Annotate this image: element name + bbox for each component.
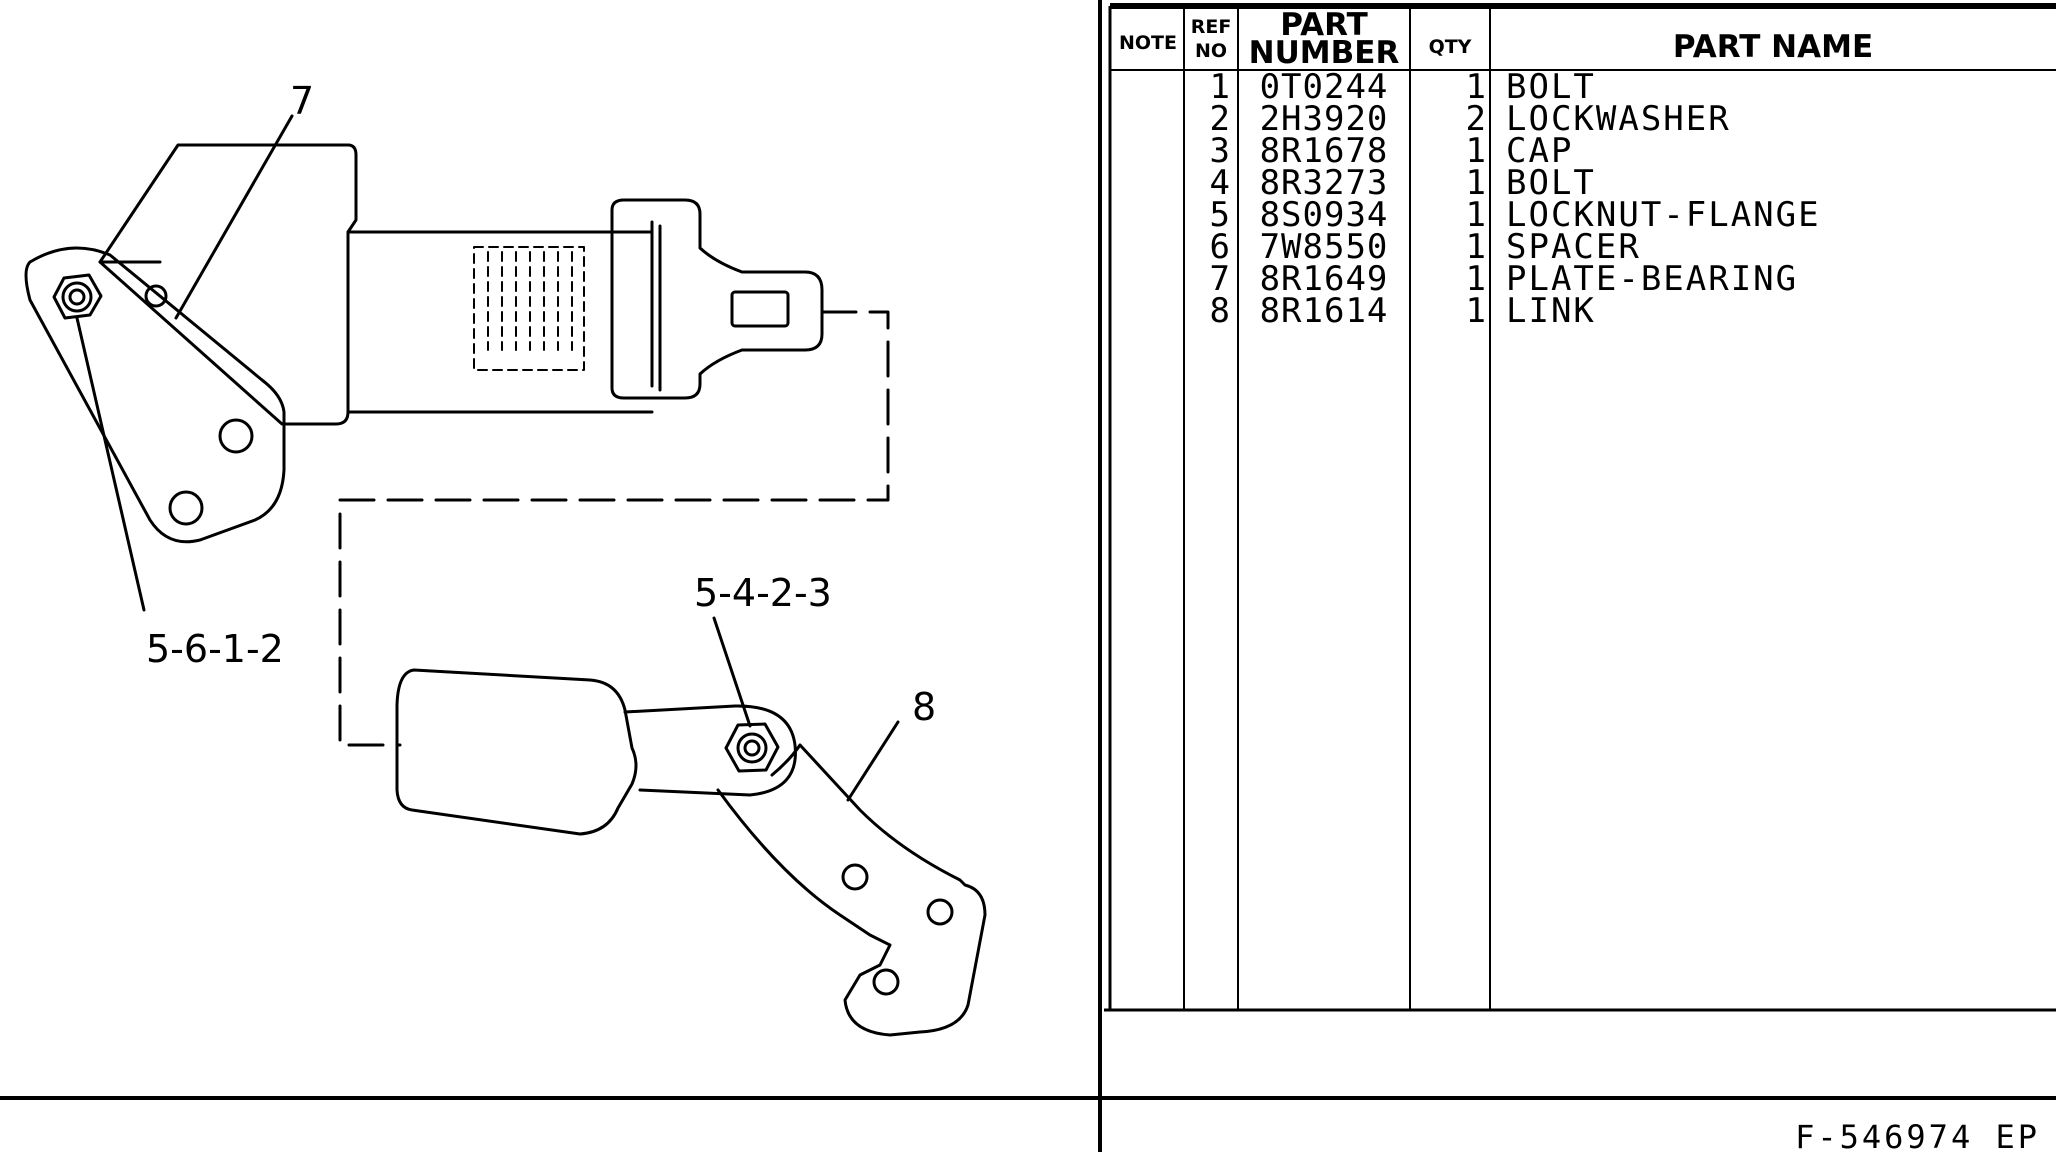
plate-small-hole — [144, 284, 168, 308]
row-part-name: CAP — [1506, 131, 1574, 171]
row-ref: 6 — [1209, 227, 1230, 267]
row-part-number: 0T0244 — [1259, 67, 1389, 107]
latch-slot — [730, 290, 790, 328]
row-ref: 4 — [1209, 163, 1230, 203]
leader-8 — [846, 720, 900, 802]
row-qty: 1 — [1465, 259, 1486, 299]
row-qty: 1 — [1465, 67, 1486, 107]
hex-nut-upper — [52, 273, 103, 320]
row-ref: 2 — [1209, 99, 1230, 139]
row-ref: 3 — [1209, 131, 1230, 171]
row-part-name: BOLT — [1506, 163, 1596, 203]
retractor-housing — [98, 143, 358, 426]
link-arm — [716, 743, 987, 1037]
row-ref: 8 — [1209, 291, 1230, 331]
row-part-name: PLATE-BEARING — [1506, 259, 1799, 299]
row-part-name: SPACER — [1506, 227, 1641, 267]
row-part-number: 8R1649 — [1259, 259, 1389, 299]
header-ref-line2: NO — [1194, 40, 1228, 62]
callout-7: 7 — [290, 79, 315, 123]
row-qty: 1 — [1465, 163, 1486, 203]
header-qty: QTY — [1428, 36, 1472, 58]
row-qty: 1 — [1465, 291, 1486, 331]
row-part-number: 8R1614 — [1259, 291, 1389, 331]
row-ref: 1 — [1209, 67, 1230, 107]
row-qty: 1 — [1465, 131, 1486, 171]
row-part-number: 8S0934 — [1259, 195, 1389, 235]
row-ref: 5 — [1209, 195, 1230, 235]
row-part-name: LINK — [1506, 291, 1596, 331]
latch-plate — [610, 198, 824, 400]
row-part-number: 8R1678 — [1259, 131, 1389, 171]
callout-5-6-1-2: 5-6-1-2 — [146, 627, 284, 671]
leader-5612 — [75, 316, 146, 612]
buckle-body — [395, 668, 638, 836]
leader-5423 — [712, 616, 752, 728]
row-part-name: LOCKNUT-FLANGE — [1506, 195, 1821, 235]
row-qty: 1 — [1465, 195, 1486, 235]
header-part-line2: NUMBER — [1248, 35, 1400, 71]
row-qty: 1 — [1465, 227, 1486, 267]
document-id: F-546974 EP — [1795, 1118, 2040, 1156]
header-ref-line1: REF — [1190, 16, 1232, 38]
row-qty: 2 — [1465, 99, 1486, 139]
plate-bearing-hole-lower — [168, 490, 204, 526]
belt-stitching — [473, 246, 585, 371]
link-hole-c — [872, 968, 900, 996]
header-part-line1: PART — [1280, 7, 1368, 43]
header-note: NOTE — [1119, 32, 1177, 54]
connection-dashline — [338, 310, 890, 747]
hex-nut-lower — [724, 722, 780, 773]
link-hole-a — [841, 863, 869, 891]
row-part-number: 2H3920 — [1259, 99, 1389, 139]
callout-8: 8 — [912, 685, 937, 729]
row-part-number: 7W8550 — [1259, 227, 1389, 267]
row-part-name: BOLT — [1506, 67, 1596, 107]
plate-bearing-hole-upper — [218, 418, 254, 454]
leader-7 — [174, 114, 294, 320]
link-hole-b — [926, 898, 954, 926]
header-part-name: PART NAME — [1672, 29, 1874, 65]
buckle-strap — [623, 704, 797, 797]
row-ref: 7 — [1209, 259, 1230, 299]
plate-bearing — [24, 246, 286, 544]
row-part-number: 8R3273 — [1259, 163, 1389, 203]
row-part-name: LOCKWASHER — [1506, 99, 1731, 139]
callout-5-4-2-3: 5-4-2-3 — [694, 571, 832, 615]
